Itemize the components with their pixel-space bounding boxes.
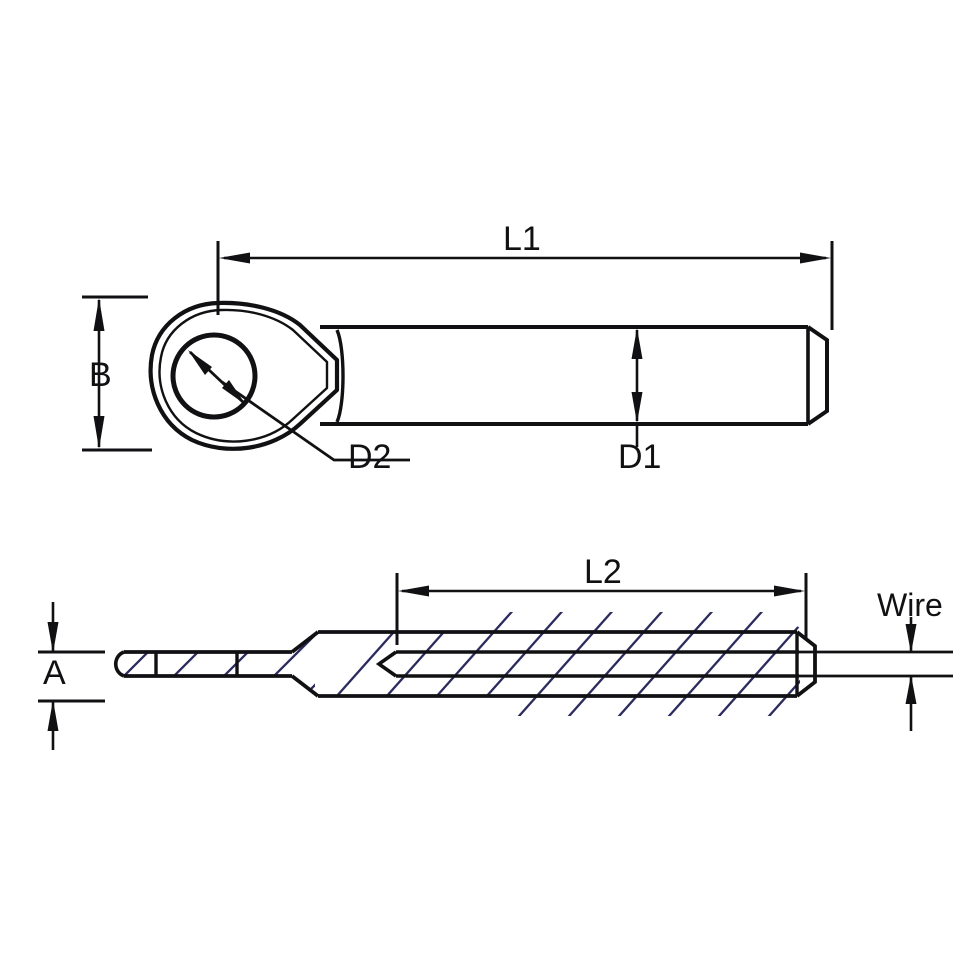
d2-arrow-upper [188,350,212,375]
l1-arrow-left [219,252,250,264]
eye-head-outline-inner [158,308,329,443]
a-arrow-top [47,622,59,653]
section-hatching-stud [117,632,315,696]
eye-head-outline-outer [148,300,340,451]
d1-arrow-bottom [631,392,643,423]
dimension-label-d2: D2 [348,438,392,476]
dimension-label-b: B [89,356,112,394]
section-hatching-body [315,612,800,716]
bottom-view-section [38,573,953,750]
taper-bottom [290,674,320,698]
b-arrow-bottom [93,416,105,449]
d1-arrow-top [631,328,643,359]
dimension-label-l2: L2 [584,553,622,591]
barrel-end-chamfer [795,630,817,698]
top-view-eye-terminal [82,241,834,462]
stud-left-end-cap [113,650,125,678]
dimension-label-wire: Wire [877,587,943,623]
bore-conical-bottom [375,650,398,678]
a-arrow-bottom [47,700,59,731]
l2-arrow-left [398,585,429,597]
dimension-label-a: A [43,654,66,692]
dimension-label-l1: L1 [503,220,541,258]
wire-arrow-top [905,624,917,653]
dimension-label-d1: D1 [618,438,662,476]
shank-eye-blend [335,329,345,423]
l2-arrow-right [774,585,805,597]
d2-leader-line [221,380,410,462]
eye-pin-hole [170,332,258,420]
l1-arrow-right [800,252,831,264]
taper-top [290,630,320,654]
wire-arrow-bottom [905,675,917,704]
b-arrow-top [93,298,105,331]
shank-end-chamfer [806,325,829,426]
